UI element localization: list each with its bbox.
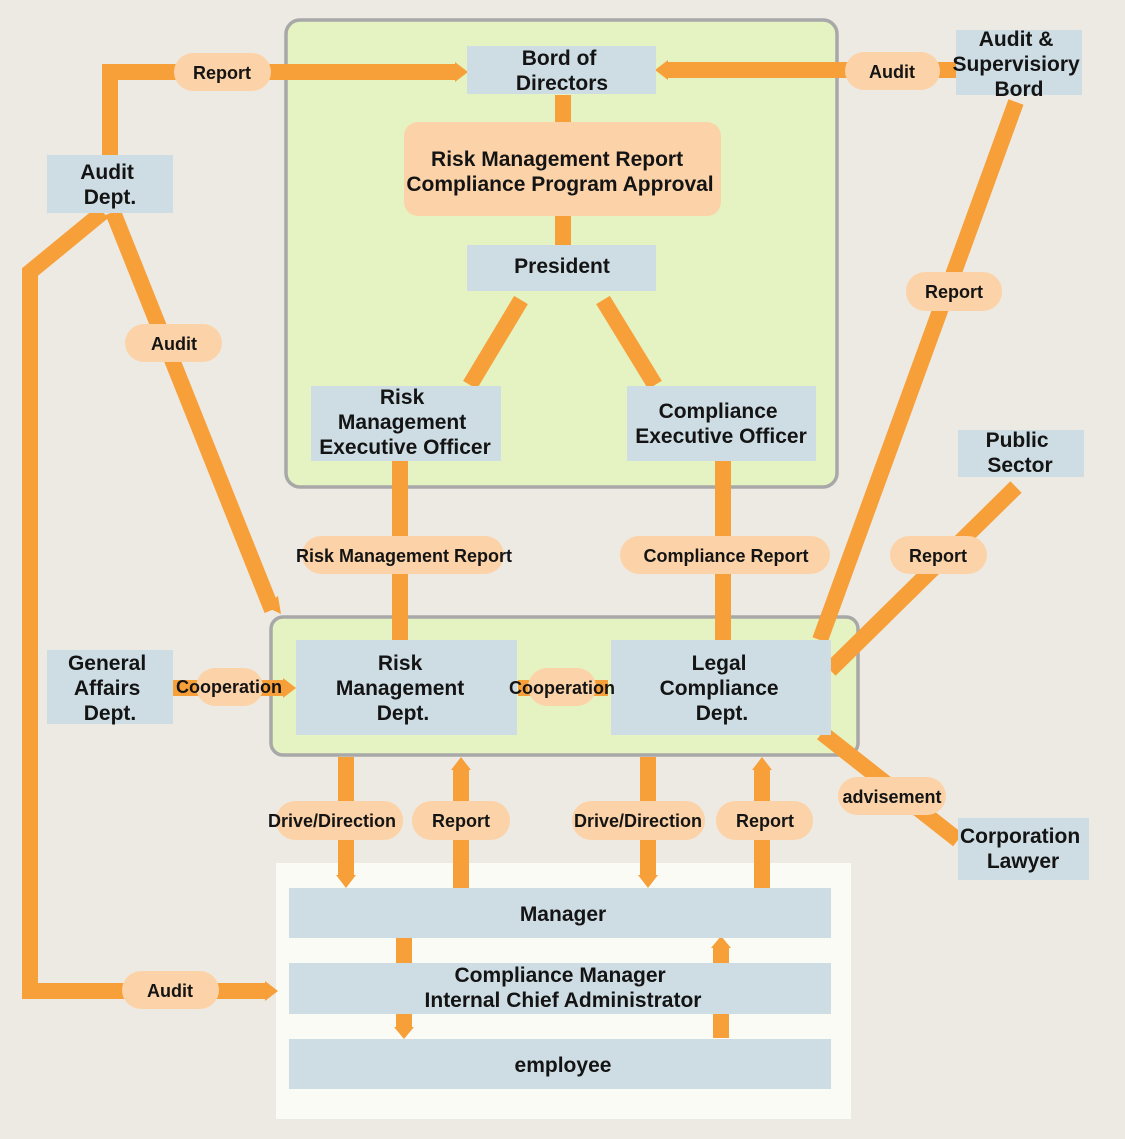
public-sector-title: Public Sector [986, 429, 1055, 477]
node-texts: Bord of Directors Risk Management Report… [68, 28, 1086, 1077]
drive-1-label: Drive/Direction [268, 811, 396, 831]
advisement-label: advisement [842, 787, 941, 807]
audit-left-label: Audit [151, 334, 197, 354]
corporation-lawyer-box [958, 818, 1089, 880]
coop-general-label: Cooperation [176, 677, 282, 697]
report-line-audit-to-board [102, 64, 455, 155]
risk-officer-title: Risk Management Executive Officer [319, 386, 491, 459]
drive-1-pill [276, 801, 403, 840]
arrow-head [451, 757, 471, 770]
audit-top-right-pill [845, 52, 940, 90]
audit-line-dept-to-risk [105, 209, 280, 613]
report-2-pill [716, 801, 813, 840]
employee-box [289, 1039, 831, 1089]
report-top-left-pill [174, 53, 271, 91]
report-right-pill [906, 272, 1002, 311]
risk-dept-box [296, 640, 517, 735]
report-1-pill [412, 801, 510, 840]
compliance-manager-box [289, 963, 831, 1014]
board-box [467, 46, 656, 94]
legal-dept-title: Legal Compliance Dept. [660, 652, 785, 725]
audit-supervisory-title: Audit & Supervisiory Bord [952, 28, 1085, 101]
corporation-lawyer-title: Corporation Lawyer [960, 825, 1086, 873]
arrow-heads [264, 60, 772, 1039]
compliance-report-label: Compliance Report [643, 546, 808, 566]
arrow-head [394, 1027, 414, 1039]
risk-report-approval-box [404, 122, 721, 216]
risk-mgmt-report-label: Risk Management Report [296, 546, 512, 566]
legal-dept-box [611, 640, 831, 735]
coop-general-pill [196, 668, 263, 706]
node-boxes [47, 30, 1089, 1089]
president-title: President [514, 255, 610, 278]
report-1-label: Report [432, 811, 490, 831]
audit-dept-box [47, 155, 173, 213]
risk-mgmt-report-pill [302, 536, 504, 574]
arrow-head [655, 60, 668, 80]
compliance-report-pill [620, 536, 830, 574]
arrow-head [455, 62, 468, 82]
compliance-officer-title: Compliance Executive Officer [635, 400, 807, 448]
compliance-officer-box [627, 386, 816, 461]
arrow-head [336, 875, 356, 888]
report-top-left-label: Report [193, 63, 251, 83]
general-affairs-title: General Affairs Dept. [68, 652, 152, 725]
risk-officer-box [311, 386, 501, 461]
audit-left-pill [125, 324, 222, 362]
audit-dept-title: Audit Dept. [80, 161, 140, 209]
audit-bottom-pill [122, 971, 219, 1009]
president-compliance-officer-line [596, 295, 662, 390]
arrow-head [265, 981, 278, 1001]
arrow-head [283, 678, 296, 698]
report-2-label: Report [736, 811, 794, 831]
public-sector-report-line [824, 481, 1022, 676]
arrow-head [752, 757, 772, 770]
board-title: Bord of Directors [516, 47, 608, 95]
president-box [467, 245, 656, 291]
coop-middle-pill [528, 668, 596, 706]
report-line-legal-to-supervisory [812, 99, 1024, 643]
audit-top-right-label: Audit [869, 62, 915, 82]
risk-report-approval-title: Risk Management Report Compliance Progra… [406, 148, 713, 196]
drive-2-pill [572, 801, 705, 840]
arrow-head [638, 875, 658, 888]
arrow-head [264, 596, 281, 614]
risk-dept-title: Risk Management Dept. [336, 652, 470, 725]
drive-2-label: Drive/Direction [574, 811, 702, 831]
report-public-label: Report [909, 546, 967, 566]
advisement-pill [838, 777, 946, 815]
general-affairs-box [47, 650, 173, 724]
coop-middle-label: Cooperation [509, 678, 615, 698]
audit-supervisory-box [956, 30, 1082, 95]
manager-title: Manager [520, 903, 606, 926]
employee-title: employee [515, 1054, 612, 1077]
manager-box [289, 888, 831, 938]
audit-bottom-label: Audit [147, 981, 193, 1001]
report-public-pill [890, 536, 987, 574]
arrow-head [711, 936, 731, 948]
report-right-label: Report [925, 282, 983, 302]
edge-label-texts: Report Audit Audit Report Risk Managemen… [147, 62, 983, 1001]
compliance-manager-title: Compliance Manager Internal Chief Admini… [425, 964, 702, 1012]
label-pills [122, 52, 1002, 1009]
president-risk-officer-line [463, 295, 528, 390]
public-sector-box [958, 430, 1084, 477]
